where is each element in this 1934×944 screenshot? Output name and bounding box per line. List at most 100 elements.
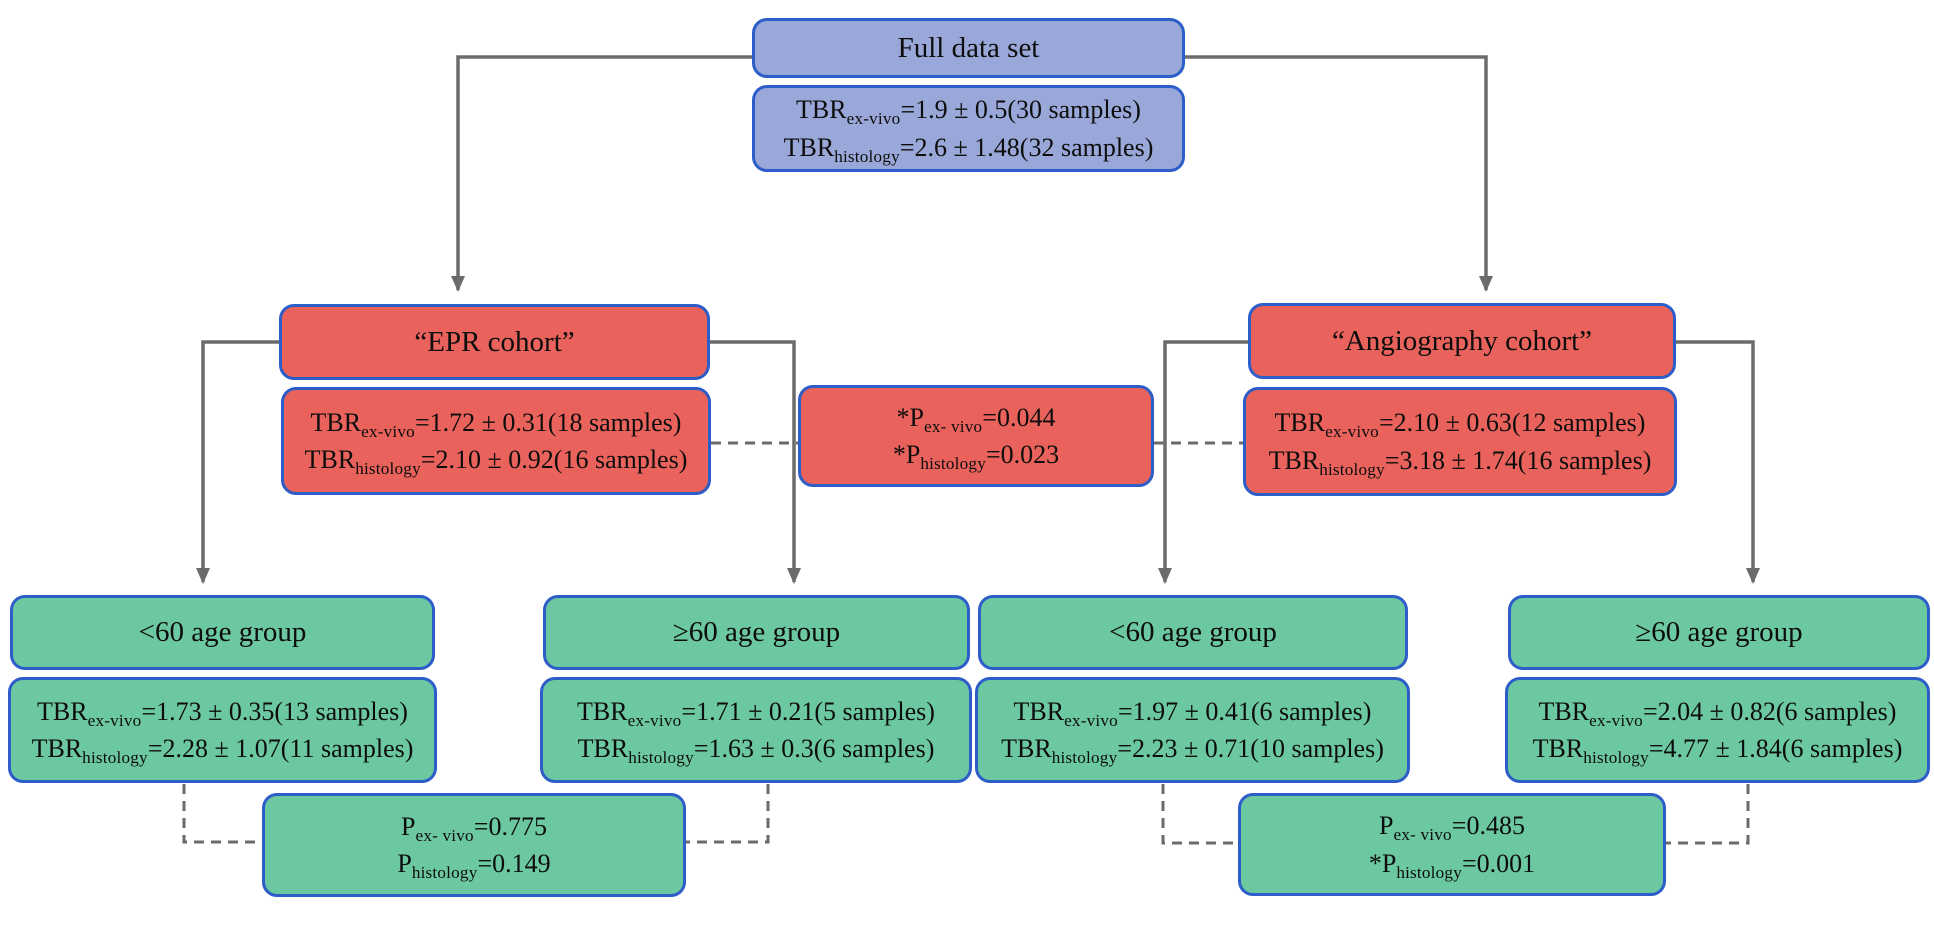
- stat-base: TBR: [304, 445, 356, 474]
- stat-line: TBRhistology=2.6 ± 1.48(32 samples): [783, 132, 1154, 164]
- stat-line: TBRhistology=1.63 ± 0.3(6 samples): [577, 734, 935, 766]
- stat-subscript: histology: [1319, 459, 1385, 479]
- stat-subscript: histology: [1396, 862, 1462, 882]
- epr-cohort-label: “EPR cohort”: [414, 325, 575, 358]
- stat-line: TBRex-vivo=2.10 ± 0.63(12 samples): [1274, 408, 1646, 440]
- stat-subscript: ex- vivo: [1393, 825, 1452, 845]
- epr-cohort-stats-box: TBRex-vivo=1.72 ± 0.31(18 samples) TBRhi…: [281, 387, 711, 495]
- epr-under60-label: <60 age group: [138, 616, 307, 648]
- connector-angiography-to-under60: [1158, 340, 1248, 584]
- stat-subscript: histology: [628, 748, 694, 768]
- stat-base: TBR: [1532, 734, 1584, 763]
- stat-value: =0.485: [1451, 811, 1525, 841]
- stat-subscript: ex-vivo: [361, 421, 415, 441]
- stat-subscript: ex- vivo: [924, 416, 983, 436]
- stat-line: TBRex-vivo=1.73 ± 0.35(13 samples): [37, 696, 408, 729]
- stat-value: =0.775: [473, 811, 547, 841]
- epr-over60-stats-box: TBRex-vivo=1.71 ± 0.21(5 samples) TBRhis…: [540, 677, 972, 783]
- stat-value: =1.72 ± 0.31(18 samples): [414, 407, 682, 437]
- stat-value: =0.044: [982, 402, 1056, 432]
- angiography-cohort-stats-box: TBRex-vivo=2.10 ± 0.63(12 samples) TBRhi…: [1243, 387, 1677, 496]
- stat-base: TBR: [783, 132, 835, 162]
- stat-line: TBRhistology=2.10 ± 0.92(16 samples): [304, 445, 688, 477]
- stat-subscript: histology: [1051, 748, 1118, 768]
- connector-epr-to-over60: [710, 340, 801, 584]
- stat-base: *P: [892, 440, 921, 469]
- stat-base: TBR: [577, 734, 629, 763]
- stat-line: TBRex-vivo=1.9 ± 0.5(30 samples): [796, 95, 1141, 127]
- stat-line: *Phistology=0.001: [1368, 848, 1536, 880]
- stat-value: =1.63 ± 0.3(6 samples): [693, 734, 935, 763]
- angio-over60-title-box: ≥60 age group: [1508, 595, 1930, 670]
- full-dataset-title-box: Full data set: [752, 18, 1185, 78]
- dashed-epr-under60-to-pvalue: [182, 784, 262, 844]
- connector-full-to-angiography: [1180, 55, 1493, 292]
- stat-base: TBR: [1268, 445, 1320, 475]
- stat-base: TBR: [310, 407, 362, 437]
- stat-base: TBR: [31, 734, 83, 763]
- stat-value: =2.28 ± 1.07(11 samples): [147, 734, 414, 763]
- stat-line: TBRex-vivo=2.04 ± 0.82(6 samples): [1538, 696, 1897, 729]
- epr-age-pvalue-box: Pex- vivo=0.775 Phistology=0.149: [262, 793, 686, 897]
- stat-base: TBR: [796, 95, 847, 125]
- stat-value: =2.04 ± 0.82(6 samples): [1642, 696, 1897, 726]
- stat-value: =0.149: [477, 849, 551, 878]
- dashed-angio-under60-to-pvalue: [1161, 784, 1238, 845]
- stat-value: =2.10 ± 0.92(16 samples): [420, 445, 688, 474]
- angio-under60-title-box: <60 age group: [978, 595, 1408, 670]
- angiography-cohort-label: “Angiography cohort”: [1331, 324, 1593, 357]
- stat-subscript: ex-vivo: [1064, 710, 1118, 730]
- stat-value: =1.9 ± 0.5(30 samples): [900, 95, 1141, 125]
- stat-subscript: histology: [920, 454, 986, 474]
- stat-subscript: ex-vivo: [1589, 710, 1643, 730]
- stat-value: =0.023: [985, 440, 1060, 469]
- stat-base: TBR: [1274, 408, 1326, 438]
- stat-line: TBRex-vivo=1.71 ± 0.21(5 samples): [577, 696, 935, 729]
- stat-line: TBRhistology=3.18 ± 1.74(16 samples): [1268, 445, 1652, 477]
- angio-over60-stats-box: TBRex-vivo=2.04 ± 0.82(6 samples) TBRhis…: [1505, 677, 1930, 783]
- stat-line: *Phistology=0.023: [892, 440, 1060, 472]
- stat-subscript: histology: [82, 748, 148, 768]
- stat-value: =2.10 ± 0.63(12 samples): [1378, 408, 1646, 438]
- stat-value: =3.18 ± 1.74(16 samples): [1384, 445, 1652, 475]
- stat-subscript: histology: [834, 146, 900, 166]
- stat-line: Pex- vivo=0.775: [401, 811, 547, 844]
- stat-subscript: ex- vivo: [415, 825, 474, 845]
- stat-subscript: ex-vivo: [1325, 422, 1379, 442]
- stat-subscript: ex-vivo: [627, 710, 682, 730]
- stat-line: Phistology=0.149: [397, 849, 551, 881]
- angio-under60-stats-box: TBRex-vivo=1.97 ± 0.41(6 samples) TBRhis…: [975, 677, 1410, 783]
- stat-value: =1.71 ± 0.21(5 samples): [681, 696, 935, 726]
- stat-line: TBRhistology=2.23 ± 0.71(10 samples): [1001, 734, 1384, 766]
- epr-cohort-title-box: “EPR cohort”: [279, 304, 710, 380]
- stat-line: TBRhistology=2.28 ± 1.07(11 samples): [31, 734, 414, 766]
- connector-epr-to-under60: [196, 340, 279, 584]
- stat-subscript: ex-vivo: [846, 109, 901, 129]
- connector-angiography-to-over60: [1676, 340, 1760, 584]
- stat-value: =0.001: [1461, 848, 1536, 878]
- epr-over60-title-box: ≥60 age group: [543, 595, 970, 670]
- stat-subscript: histology: [411, 863, 478, 883]
- stat-base: TBR: [1013, 696, 1065, 726]
- stat-base: TBR: [1538, 696, 1590, 726]
- stat-line: *Pex- vivo=0.044: [897, 402, 1056, 435]
- stat-base: TBR: [37, 696, 88, 726]
- stat-line: TBRex-vivo=1.97 ± 0.41(6 samples): [1013, 696, 1372, 729]
- angio-over60-label: ≥60 age group: [1635, 616, 1803, 648]
- connector-full-to-epr: [451, 55, 752, 292]
- stat-base: P: [397, 849, 412, 878]
- stat-base: P: [401, 811, 416, 841]
- full-dataset-label: Full data set: [897, 31, 1040, 64]
- stat-base: *P: [1368, 848, 1397, 878]
- stat-value: =4.77 ± 1.84(6 samples): [1648, 734, 1903, 763]
- stat-value: =2.23 ± 0.71(10 samples): [1117, 734, 1384, 763]
- epr-under60-stats-box: TBRex-vivo=1.73 ± 0.35(13 samples) TBRhi…: [8, 677, 437, 783]
- stat-subscript: histology: [355, 459, 421, 479]
- angio-under60-label: <60 age group: [1109, 616, 1277, 648]
- stat-base: TBR: [577, 696, 628, 726]
- stat-value: =1.97 ± 0.41(6 samples): [1117, 696, 1372, 726]
- stat-value: =1.73 ± 0.35(13 samples): [141, 696, 408, 726]
- stat-subscript: histology: [1583, 748, 1649, 768]
